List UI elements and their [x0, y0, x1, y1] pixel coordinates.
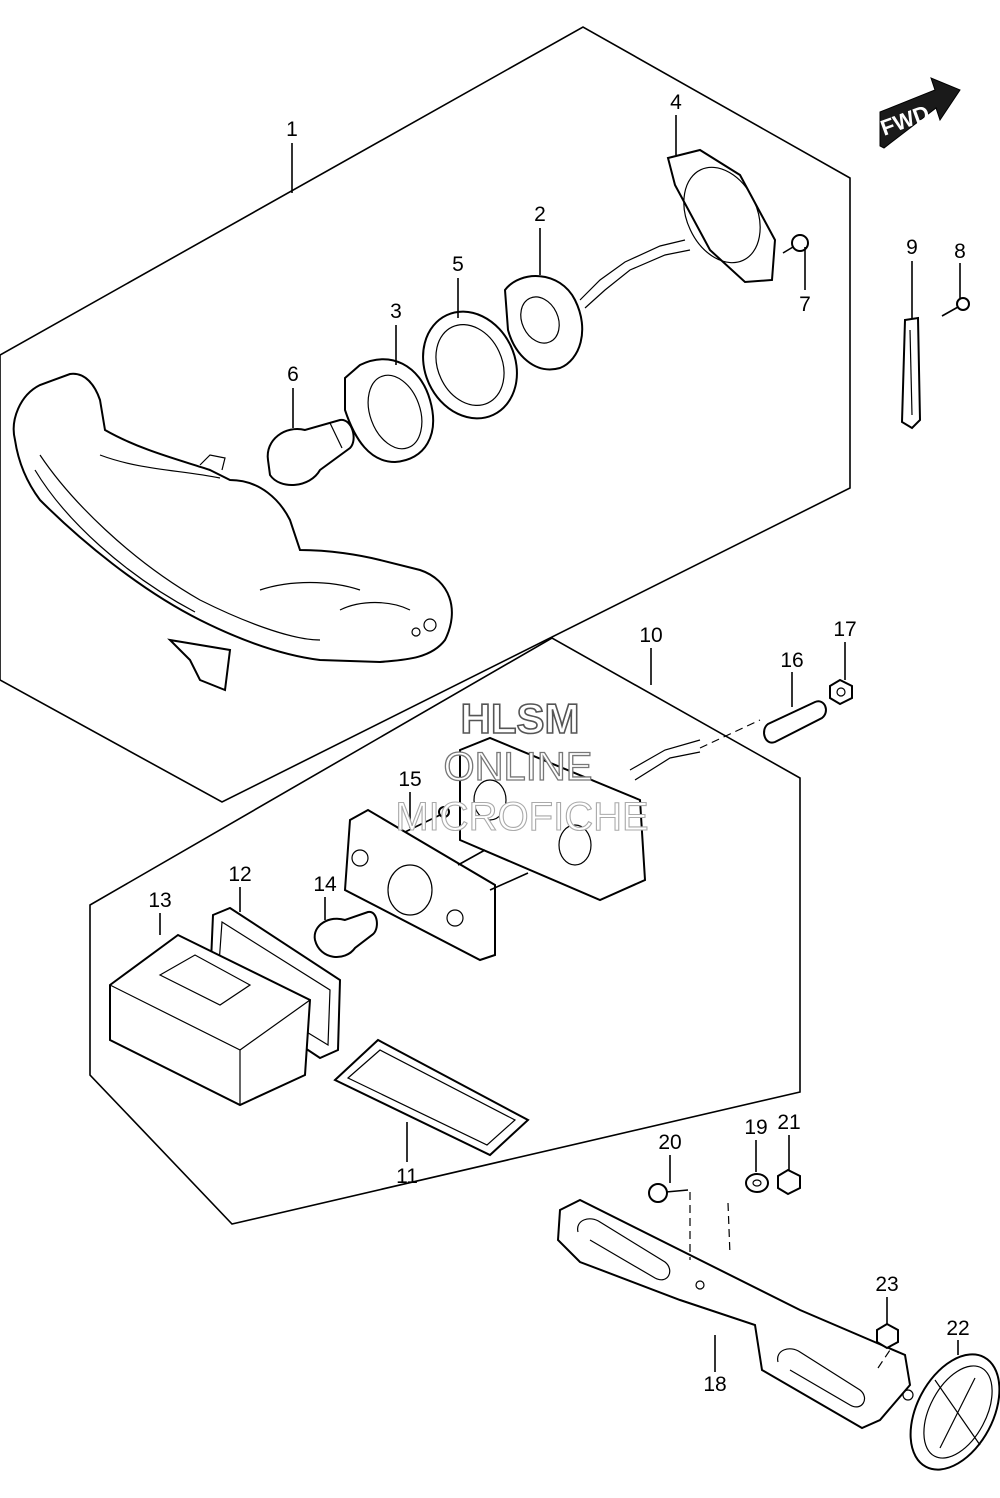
ring-5 [422, 310, 518, 420]
callout-3: 3 [390, 300, 402, 323]
callout-19: 19 [744, 1116, 767, 1139]
callout-18: 18 [703, 1373, 726, 1396]
screw-8 [941, 297, 970, 317]
fwd-arrow-icon: FWD [877, 77, 961, 149]
callout-17: 17 [833, 618, 856, 641]
fwd-label: FWD [877, 100, 933, 141]
group-box-10 [89, 637, 801, 1225]
callout-12: 12 [228, 863, 251, 886]
watermark-line3: MICROFICHE [395, 795, 648, 839]
spacer-16 [763, 700, 827, 744]
cover-11 [333, 1038, 530, 1157]
strap-9 [900, 316, 922, 430]
screw-7 [782, 234, 809, 254]
lens-13 [109, 933, 312, 1107]
bulb-14 [313, 910, 378, 958]
bolt-20 [648, 1183, 689, 1203]
callout-16: 16 [780, 649, 803, 672]
callout-9: 9 [906, 236, 918, 259]
callout-20: 20 [658, 1131, 681, 1154]
watermark: HLSM ONLINE MICROFICHE [395, 694, 649, 839]
callout-13: 13 [148, 889, 171, 912]
socket-plate [343, 808, 529, 962]
socket-2 [503, 239, 691, 371]
callout-22: 22 [946, 1317, 969, 1340]
group-box-1 [0, 26, 851, 803]
nut-23 [876, 1322, 899, 1350]
bracket-18 [556, 1198, 914, 1430]
callout-21: 21 [777, 1111, 800, 1134]
callout-11: 11 [396, 1165, 418, 1188]
bulb-6 [266, 418, 355, 487]
gasket-plate-4 [666, 148, 777, 284]
washer-19 [745, 1173, 769, 1193]
nut-17 [829, 678, 853, 706]
watermark-line1: HLSM [461, 695, 580, 742]
gasket-3 [344, 358, 435, 464]
callout-23: 23 [875, 1273, 898, 1296]
callout-1: 1 [286, 118, 298, 141]
callout-5: 5 [452, 253, 464, 276]
tail-lamp-housing [12, 372, 453, 692]
callout-4: 4 [670, 91, 682, 114]
callout-14: 14 [313, 873, 337, 896]
callout-2: 2 [534, 203, 546, 226]
callout-7: 7 [799, 293, 811, 316]
callout-15: 15 [398, 768, 421, 791]
screw-15 [404, 806, 450, 833]
leader-lines [159, 115, 961, 1372]
callout-8: 8 [954, 240, 966, 263]
callout-10: 10 [639, 624, 662, 647]
callout-labels: 1 2 3 4 5 6 7 8 9 10 11 12 13 14 15 16 1… [148, 91, 969, 1396]
watermark-line2: ONLINE [444, 745, 593, 789]
license-lamp-housing [459, 736, 701, 902]
reflector-22 [909, 1353, 1000, 1471]
nut-21 [777, 1168, 801, 1196]
callout-6: 6 [287, 363, 299, 386]
